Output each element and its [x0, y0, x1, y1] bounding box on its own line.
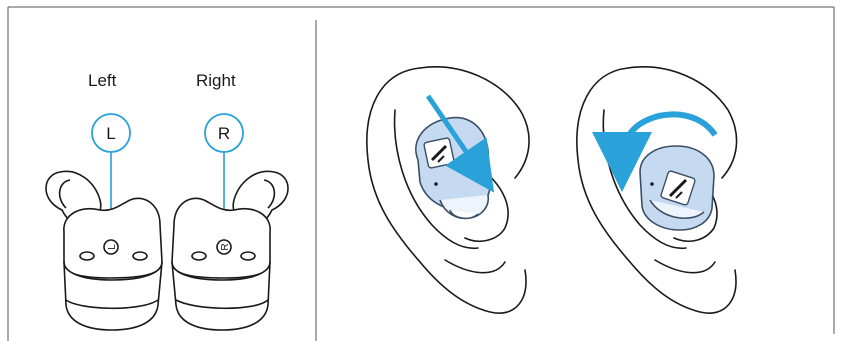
- brand-logo-icon: [424, 138, 455, 169]
- left-label: Left: [88, 71, 117, 90]
- right-badge-letter: R: [218, 124, 230, 143]
- left-badge-letter: L: [106, 124, 115, 143]
- right-earbud-mark: R: [220, 243, 231, 250]
- right-badge: R: [205, 114, 243, 152]
- left-earbud-drawing: [46, 171, 162, 330]
- earbud-sensor-dot-1: [434, 182, 438, 186]
- earbud-sensor-dot-2: [650, 182, 654, 186]
- left-earbud-mark: L: [107, 244, 118, 250]
- right-label: Right: [196, 71, 236, 90]
- left-badge: L: [92, 114, 130, 152]
